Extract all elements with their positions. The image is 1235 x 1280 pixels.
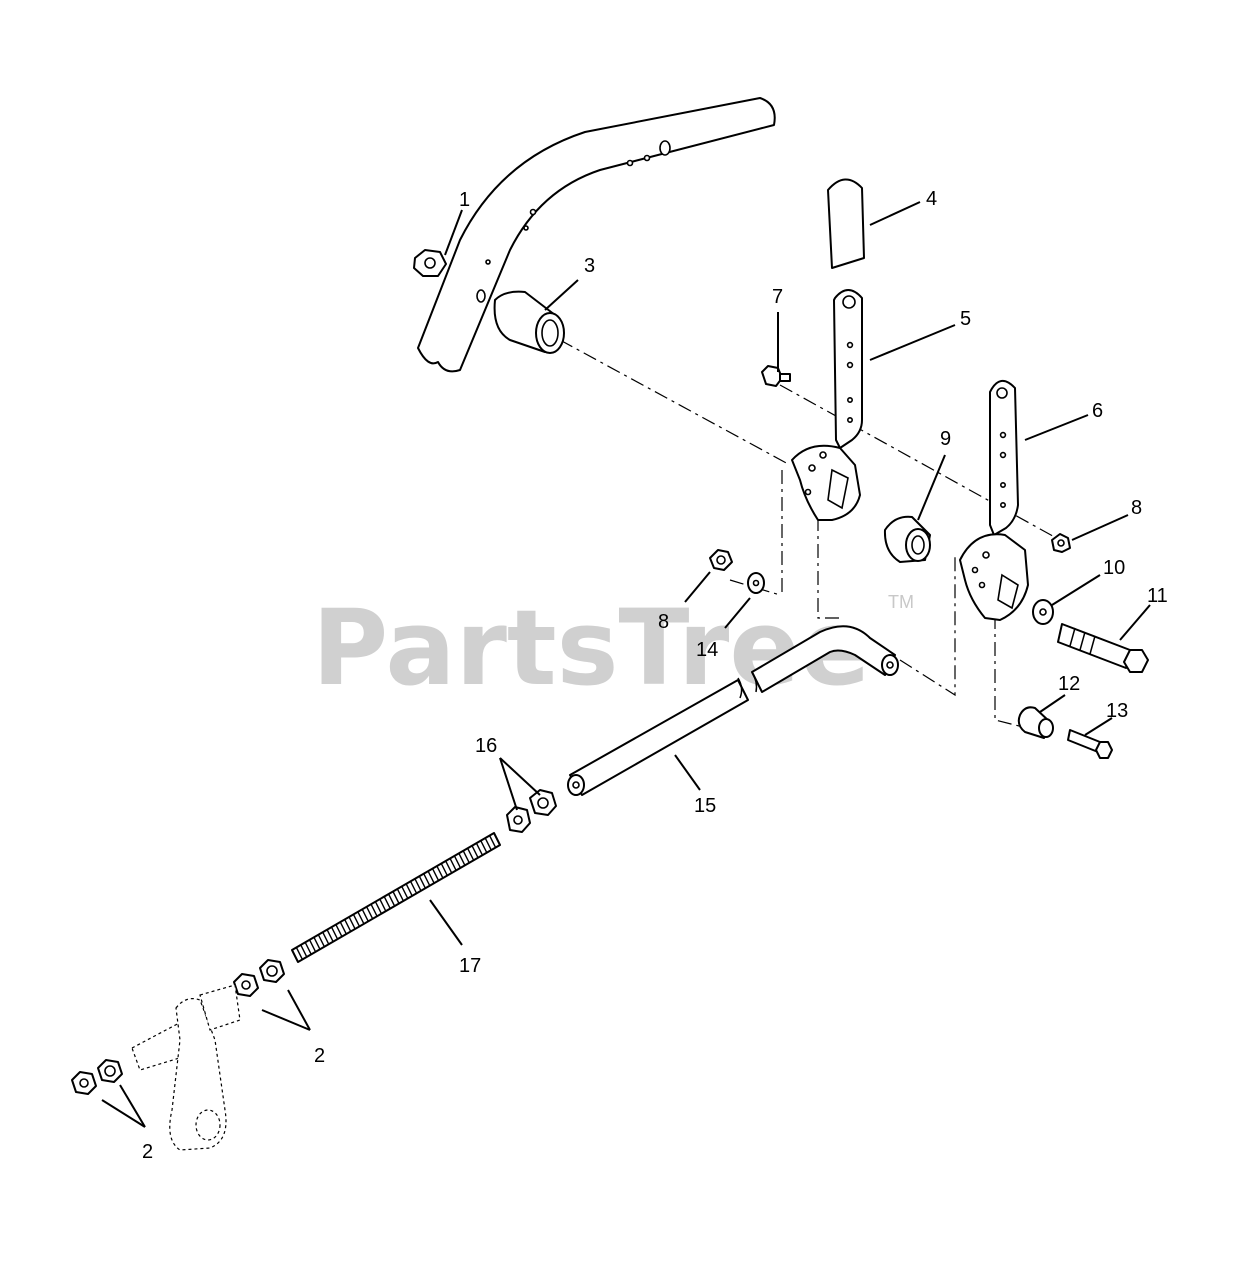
reference-linkage [131, 984, 241, 1151]
thread-mark [344, 919, 352, 932]
callout-17: 17 [459, 955, 481, 977]
callout-7: 7 [772, 286, 783, 308]
watermark-brand: PartsTree [312, 587, 870, 709]
thread-mark [304, 942, 312, 955]
callout-13: 13 [1106, 700, 1128, 722]
thread-mark [308, 939, 317, 953]
nut-part-8-left [709, 549, 733, 571]
thread-mark [445, 860, 453, 874]
callout-11: 11 [1147, 585, 1168, 607]
sleeve-part-12 [1017, 706, 1054, 739]
thread-mark [317, 934, 325, 948]
thread-mark [405, 883, 413, 897]
callout-2-lower: 2 [142, 1141, 153, 1163]
callout-9: 9 [940, 428, 951, 450]
thread-mark [453, 855, 462, 869]
washer-part-10 [1032, 599, 1054, 625]
thread-mark [313, 936, 321, 950]
nut-part-8-right [1051, 533, 1071, 553]
thread-mark [295, 947, 304, 960]
threaded-rod-part-17 [291, 832, 501, 963]
thread-mark [480, 840, 488, 853]
thread-mark [423, 873, 431, 887]
arm-part-5 [791, 289, 863, 521]
callout-12: 12 [1058, 673, 1080, 695]
bushing-part-3 [493, 290, 565, 354]
thread-mark [379, 898, 387, 912]
thread-mark [418, 875, 426, 889]
thread-mark [396, 888, 405, 902]
thread-mark [414, 878, 422, 892]
nut-part-1 [413, 249, 447, 277]
thread-mark [449, 858, 457, 871]
thread-mark [370, 903, 378, 917]
thread-mark [352, 914, 361, 927]
thread-mark [383, 896, 391, 909]
leader-lines [101, 201, 1151, 1128]
thread-mark [357, 911, 365, 925]
arm-part-6 [959, 380, 1029, 621]
callout-3: 3 [584, 255, 595, 277]
bolt-part-13 [1067, 729, 1113, 759]
thread-mark [348, 916, 356, 930]
grip-part-4 [827, 178, 865, 269]
thread-mark [462, 850, 470, 864]
thread-mark [322, 931, 330, 945]
callout-8-left: 8 [658, 611, 669, 633]
alignment-lines [559, 339, 1061, 731]
thread-mark [326, 929, 334, 942]
thread-mark [467, 847, 475, 861]
nuts-part-16 [506, 789, 557, 833]
spacer-part-9 [883, 515, 931, 563]
nuts-part-2-upper [233, 959, 285, 997]
thread-mark [300, 944, 308, 958]
thread-mark [401, 886, 409, 899]
thread-mark [484, 837, 492, 851]
callout-16: 16 [475, 735, 497, 757]
watermark-trademark: TM [888, 592, 914, 612]
thread-mark [330, 926, 339, 940]
thread-mark [366, 906, 374, 920]
thread-mark [488, 835, 497, 848]
callout-8-right: 8 [1131, 497, 1142, 519]
thread-mark [440, 863, 448, 876]
thread-mark [392, 891, 400, 904]
thread-mark [436, 865, 444, 879]
thread-mark [387, 893, 396, 907]
thread-mark [291, 949, 299, 963]
thread-mark [458, 853, 466, 866]
thread-mark [493, 832, 501, 846]
callout-1: 1 [459, 189, 470, 211]
nuts-part-2-lower [71, 1059, 123, 1095]
callout-15: 15 [694, 795, 716, 817]
thread-mark [471, 845, 479, 859]
handle-lever [417, 97, 776, 373]
thread-mark [427, 870, 435, 884]
bolt-part-11 [1057, 623, 1149, 673]
rod-part-15 [567, 625, 899, 796]
callout-2-upper: 2 [314, 1045, 325, 1067]
thread-mark [361, 908, 369, 922]
callout-4: 4 [926, 188, 937, 210]
washer-part-14 [747, 572, 765, 594]
thread-mark [374, 901, 383, 914]
thread-mark [409, 881, 418, 894]
callout-6: 6 [1092, 400, 1103, 422]
thread-mark [475, 842, 484, 856]
thread-mark [339, 921, 347, 935]
bolt-part-7 [761, 365, 791, 387]
callout-10: 10 [1103, 557, 1125, 579]
callout-14: 14 [696, 639, 718, 661]
thread-mark [335, 924, 343, 937]
thread-mark [431, 868, 440, 881]
callout-5: 5 [960, 308, 971, 330]
